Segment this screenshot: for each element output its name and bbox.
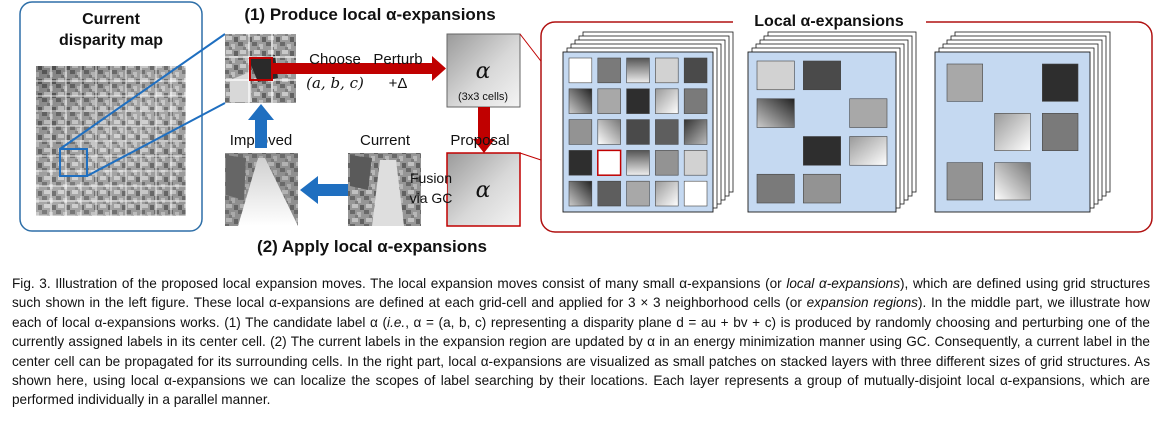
- layer-patch: [756, 173, 795, 204]
- alpha-applied-box: α: [446, 152, 521, 227]
- disparity-panel-title-line1: Current: [82, 11, 140, 28]
- fusion-label-line1: Fusion: [410, 170, 452, 186]
- local-panel-title: Local α-expansions: [754, 13, 904, 30]
- feedback-arrow: [248, 104, 274, 148]
- caption-emphasis-2: expansion regions: [806, 295, 918, 311]
- layer-stack-3: [934, 31, 1111, 213]
- layer-patch: [597, 88, 621, 114]
- perturb-arrow: [272, 56, 446, 81]
- layer-patch: [655, 180, 679, 207]
- layer-patch: [568, 119, 593, 145]
- caption-part-3: ). In the middle part, we illustrate how…: [12, 295, 1150, 330]
- heading-apply: (2) Apply local α-expansions: [257, 237, 487, 256]
- layer-patch: [626, 88, 650, 114]
- layer-patch: [626, 119, 650, 145]
- layer-patch: [568, 57, 593, 84]
- caption-part-4: , α = (a, b, c) representing a disparity…: [12, 314, 1150, 408]
- layer-patch: [946, 162, 983, 201]
- layer-patch: [568, 150, 593, 176]
- figure-illustration: Current disparity map (1) Produce local …: [19, 1, 1153, 256]
- abc-label: (a, b, c): [306, 74, 364, 92]
- figure-caption: Fig. 3. Illustration of the proposed loc…: [12, 274, 1150, 410]
- layer-patch: [803, 136, 841, 166]
- layer-patch: [756, 60, 795, 91]
- fusion-arrow: [421, 184, 447, 194]
- delta-label: +Δ: [389, 75, 408, 92]
- alpha-cells-label: (3x3 cells): [458, 91, 508, 103]
- layer-patch: [994, 113, 1031, 151]
- caption-part-2: ), which are defined using grid structur…: [12, 276, 1150, 311]
- layer-patch: [683, 88, 708, 114]
- alpha-proposal-box: α (3x3 cells): [446, 33, 521, 108]
- disparity-map-panel: Current disparity map: [19, 1, 203, 232]
- layer-patch: [626, 57, 650, 84]
- layer-patch: [803, 60, 841, 91]
- layer-patch: [1042, 63, 1079, 102]
- zoom-lines: [59, 33, 226, 177]
- disparity-panel-title-line2: disparity map: [59, 32, 163, 49]
- layer-stack-1: [562, 31, 734, 213]
- layer-patch: [597, 119, 621, 145]
- layer-patch: [655, 119, 679, 145]
- layer-patch: [1042, 113, 1079, 151]
- perturb-label: Perturb: [373, 51, 422, 68]
- proposal-label: Proposal: [450, 132, 509, 149]
- layer-patch: [597, 150, 621, 176]
- layer-patch: [849, 98, 888, 128]
- disparity-map-image: [36, 66, 187, 217]
- layer-patch: [756, 98, 795, 128]
- layer-patch: [626, 150, 650, 176]
- highlighted-cell-marker: [597, 149, 622, 176]
- current-label: Current: [360, 132, 411, 149]
- caption-emphasis-3: i.e.: [387, 314, 406, 330]
- layer-patch: [597, 180, 621, 207]
- proposal-arrow: [473, 107, 495, 153]
- caption-part-1: Fig. 3. Illustration of the proposed loc…: [12, 276, 787, 291]
- layer-patch: [655, 57, 679, 84]
- layer-patch: [655, 150, 679, 176]
- layer-patch: [568, 88, 593, 114]
- layer-patch: [655, 88, 679, 114]
- layer-patch: [803, 173, 841, 204]
- layer-patch: [683, 150, 708, 176]
- alpha-symbol: α: [476, 59, 491, 84]
- layer-patch: [626, 180, 650, 207]
- layer-patch: [597, 57, 621, 84]
- selected-region-marker: [59, 148, 88, 177]
- layer-patch: [994, 162, 1031, 201]
- caption-emphasis-1: local α-expansions: [786, 276, 900, 291]
- current-patch: [348, 153, 421, 226]
- layer-patch: [849, 136, 888, 166]
- layer-patch: [683, 180, 708, 207]
- heading-produce: (1) Produce local α-expansions: [244, 5, 495, 24]
- choose-label: Choose: [309, 51, 361, 68]
- layer-stack-2: [747, 31, 917, 213]
- layer-patch: [946, 63, 983, 102]
- layer-patch: [683, 57, 708, 84]
- update-arrow: [300, 176, 348, 204]
- fusion-label-line2: via GC: [410, 190, 453, 206]
- layer-patch: [683, 119, 708, 145]
- local-expansions-panel: Local α-expansions: [540, 10, 1153, 233]
- alpha-symbol-bottom: α: [476, 178, 491, 203]
- improved-patch: [225, 153, 298, 226]
- layer-patch: [568, 180, 593, 207]
